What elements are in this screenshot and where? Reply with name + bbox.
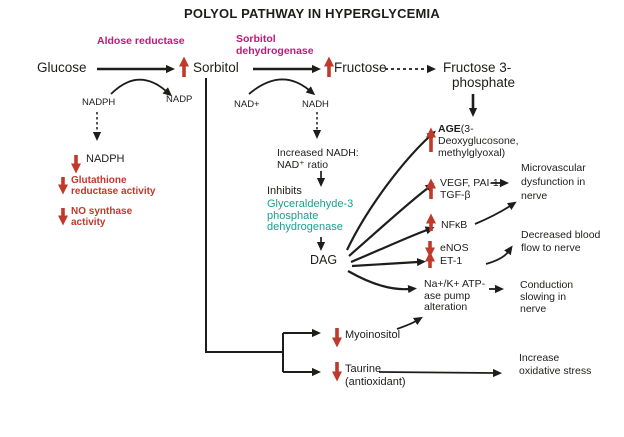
label-inhibits: Inhibits	[267, 185, 302, 197]
label-gapdh: Glyceraldehyde-3 phosphate dehydrogenase	[267, 198, 354, 233]
label-glutathione-reductase: Glutathione reductase activity	[71, 175, 156, 197]
arrow-dag-to-nfkb	[350, 226, 435, 264]
arrow-nadph-to-nadp	[110, 78, 173, 97]
arrow-dag-to-age	[346, 130, 436, 251]
node-dag: DAG	[310, 253, 338, 267]
arrow-dag-to-vegf	[348, 183, 435, 257]
arrow-dag-to-enos	[351, 257, 426, 268]
cofactor-nadh: NADH	[302, 99, 329, 110]
cofactor-nad-plus: NAD+	[234, 99, 260, 110]
label-sorbitol-dehydrogenase: Sorbitol dehydrogenase	[236, 33, 314, 57]
node-glucose: Glucose	[37, 60, 87, 75]
arrow-nad-to-nadh	[248, 78, 316, 96]
arrow-et1-to-blood-flow	[485, 245, 513, 265]
outcome-conduction-slowing: Conduction slowing in nerve	[520, 279, 574, 315]
outcome-decreased-blood-flow: Decreased blood flow to nerve	[521, 229, 601, 254]
node-fructose: Fructose	[334, 60, 387, 75]
arrow-nfkb-to-microvascular	[474, 201, 517, 225]
label-taurine: Taurine (antioxidant)	[345, 363, 406, 388]
label-vegf-pai1-tgfb: VEGF, PAI-1, TGF-β	[440, 177, 502, 201]
label-nfkb: NFκB	[441, 219, 468, 231]
cofactor-nadp: NADP	[166, 94, 193, 105]
label-aldose-reductase: Aldose reductase	[97, 35, 185, 47]
outcome-oxidative-stress: Increase oxidative stress	[519, 352, 592, 377]
arrow-dag-to-nak-pump	[347, 270, 417, 294]
label-nadph-decreased: NADPH	[86, 153, 125, 165]
label-na-k-atpase-pump: Na+/K+ ATP- ase pump alteration	[424, 278, 486, 313]
outcome-microvascular-dysfunction: Microvascular dysfunction in nerve	[521, 162, 586, 202]
node-fructose-3-phosphate: Fructose 3- phosphate	[443, 60, 516, 90]
label-et1: ET-1	[440, 255, 463, 267]
page-title: POLYOL PATHWAY IN HYPERGLYCEMIA	[184, 6, 440, 21]
label-enos: eNOS	[440, 242, 469, 254]
node-sorbitol: Sorbitol	[193, 60, 239, 75]
label-no-synthase: NO synthase activity	[71, 206, 133, 228]
label-age: AGE(3- Deoxyglucosone, methylglyoxal)	[438, 123, 519, 159]
arrow-myoinositol-to-nak-pump	[396, 316, 423, 330]
cofactor-nadph: NADPH	[82, 97, 116, 108]
label-myoinositol: Myoinositol	[345, 329, 401, 341]
label-increased-nadh-ratio: Increased NADH: NAD⁺ ratio	[277, 147, 359, 171]
